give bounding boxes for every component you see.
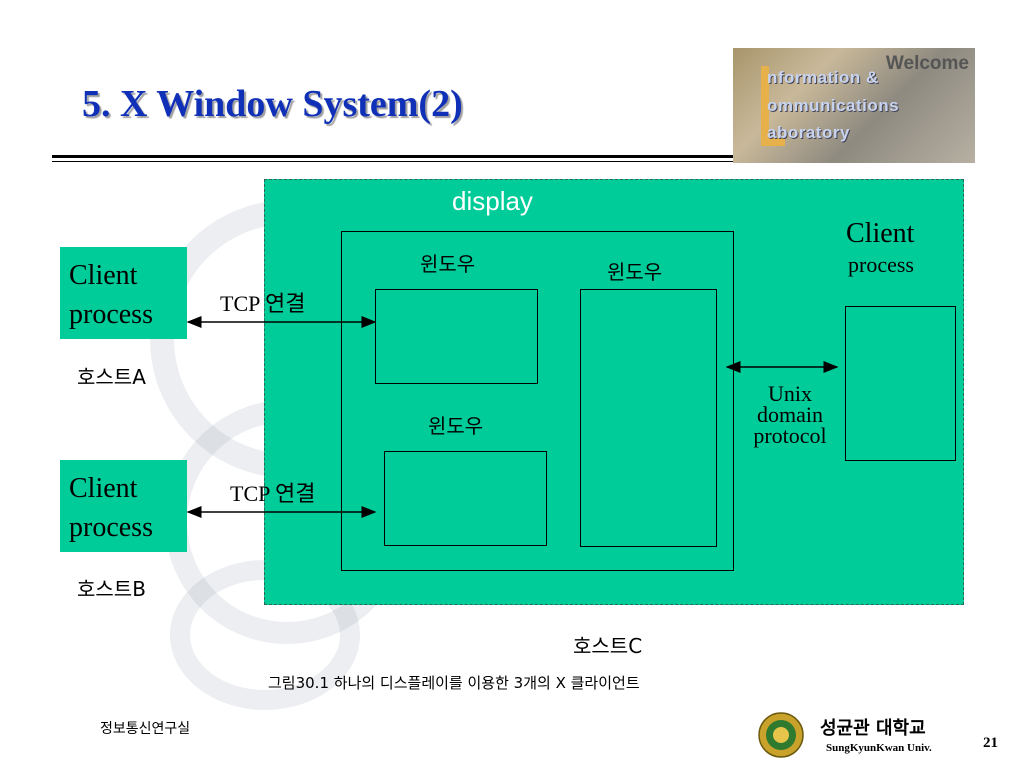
logo-welcome: Welcome (885, 53, 969, 74)
logo-line-1: nformation & (767, 68, 879, 87)
logo-line-2: ommunications (767, 96, 900, 115)
tcp-b-label: TCP 연결 (230, 481, 316, 506)
unix-line-2: domain (757, 402, 823, 427)
client-a-box (60, 247, 187, 339)
footer-univ-korean: 성균관 대학교 (820, 718, 926, 739)
client-c-label-2: process (848, 252, 914, 277)
host-b-label: 호스트B (77, 577, 146, 601)
window-bottom (384, 451, 547, 546)
window-top-right (580, 289, 717, 547)
client-c-box (845, 306, 956, 461)
tcp-a-label: TCP 연결 (220, 291, 306, 316)
title-rule-thin (52, 161, 972, 162)
title-rule-thick (52, 155, 972, 158)
display-area (264, 179, 964, 605)
client-c-label-1: Client (846, 218, 915, 249)
unix-protocol-label: Unix domain protocol (740, 381, 840, 448)
logo-line-3: aboratory (767, 123, 850, 142)
client-b-label: Client process (69, 469, 153, 547)
footer-lab-name: 정보통신연구실 (100, 721, 191, 737)
page-number: 21 (983, 735, 998, 751)
window-label-top-right: 윈도우 (607, 260, 663, 284)
client-a-line-2: process (69, 299, 153, 330)
lab-logo: Welcome nformation & ommunications abora… (733, 48, 975, 163)
logo-l-mark (761, 66, 785, 146)
host-c-label: 호스트C (573, 634, 643, 658)
client-b-box (60, 460, 187, 552)
footer-univ-english: SungKyunKwan Univ. (826, 742, 932, 754)
client-b-line-1: Client (69, 473, 138, 504)
host-a-label: 호스트A (77, 365, 146, 389)
display-label: display (452, 186, 533, 216)
slide-title: 5. X Window System(2) (82, 83, 463, 125)
client-a-label: Client process (69, 256, 153, 334)
unix-line-3: protocol (753, 423, 827, 448)
figure-caption: 그림30.1 하나의 디스플레이를 이용한 3개의 X 클라이언트 (268, 674, 640, 692)
client-b-line-2: process (69, 512, 153, 543)
university-seal-icon (758, 712, 804, 758)
window-label-top-left: 윈도우 (420, 252, 476, 276)
client-a-line-1: Client (69, 260, 138, 291)
x-server-frame (341, 231, 734, 571)
unix-line-1: Unix (768, 381, 812, 406)
window-top-left (375, 289, 538, 384)
window-label-bottom: 윈도우 (428, 414, 484, 438)
